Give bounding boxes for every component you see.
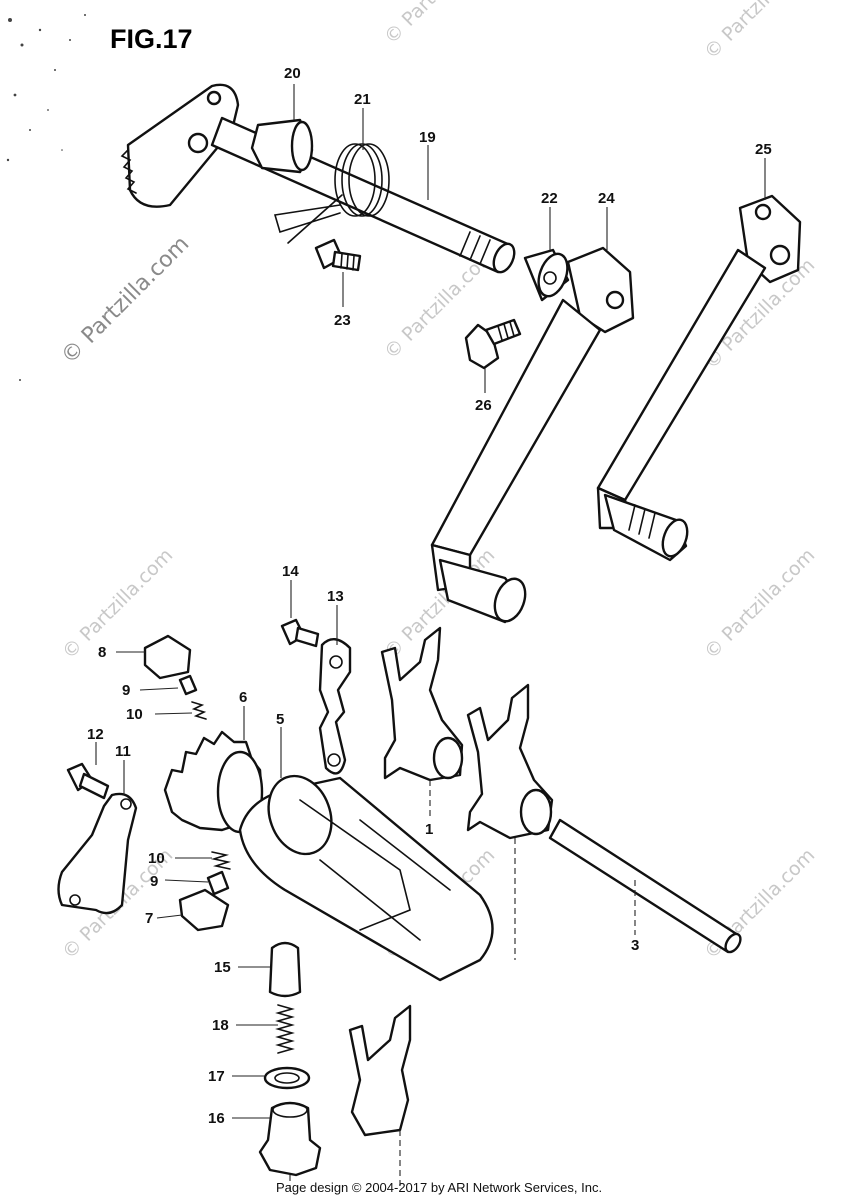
- part-25-lever[interactable]: [596, 194, 802, 562]
- callout-18: 18: [212, 1017, 229, 1034]
- part-26-bolt[interactable]: [464, 318, 522, 370]
- callout-12: 12: [87, 726, 104, 743]
- part-5-cam-drum[interactable]: [238, 767, 494, 982]
- page-footer: Page design © 2004-2017 by ARI Network S…: [276, 1180, 602, 1195]
- part-10-spring-top[interactable]: [191, 701, 207, 720]
- part-9-pin-bottom[interactable]: [206, 870, 230, 896]
- part-8-cam-stopper[interactable]: [143, 634, 192, 680]
- part-12-bolt[interactable]: [66, 762, 110, 800]
- callout-5: 5: [276, 711, 284, 728]
- part-7-cam-stopper[interactable]: [178, 888, 230, 932]
- part-10-spring-bottom[interactable]: [210, 851, 232, 870]
- callout-9: 9: [122, 682, 130, 699]
- part-14-screw[interactable]: [280, 618, 320, 648]
- callout-21: 21: [354, 91, 371, 108]
- watermark: © Partzilla.com: [700, 544, 819, 663]
- callout-11: 11: [115, 743, 131, 760]
- part-1-shift-fork-b[interactable]: [466, 683, 554, 840]
- leader-lines: [95, 84, 766, 1190]
- callout-1: 1: [425, 821, 433, 838]
- callout-26: 26: [475, 397, 492, 414]
- part-3-fork-shaft[interactable]: [548, 818, 743, 955]
- callout-24: 24: [598, 190, 615, 207]
- part-17-o-ring[interactable]: [263, 1066, 311, 1090]
- part-1-shift-fork-c[interactable]: [348, 1004, 412, 1137]
- figure-title: FIG.17: [110, 24, 193, 54]
- part-21-return-spring[interactable]: [273, 143, 390, 244]
- part-15-pin[interactable]: [268, 941, 302, 998]
- part-20-collar[interactable]: [250, 118, 314, 174]
- callout-13: 13: [327, 588, 344, 605]
- callout-7: 7: [145, 910, 153, 927]
- scan-noise: [6, 14, 86, 381]
- part-23-bolt[interactable]: [314, 238, 362, 272]
- part-1-shift-fork-a[interactable]: [380, 626, 464, 782]
- callout-17: 17: [208, 1068, 225, 1085]
- part-22-oil-seal[interactable]: [523, 248, 573, 302]
- callout-labels: 20 21 19 22 24 25 23 26 14 13 8 9 10 6 5…: [87, 65, 772, 1127]
- watermark-large: © Partzilla.com: [57, 232, 195, 370]
- callout-10: 10: [126, 706, 143, 723]
- callout-19: 19: [419, 129, 436, 146]
- watermark: © Partzilla.com: [700, 0, 819, 64]
- part-13-plate[interactable]: [318, 638, 352, 775]
- callout-14: 14: [282, 563, 299, 580]
- part-11-cam-guide[interactable]: [57, 792, 138, 915]
- callout-22: 22: [541, 190, 558, 207]
- watermark: © Partzilla.com: [380, 0, 499, 49]
- callout-6: 6: [239, 689, 247, 706]
- callout-3: 3: [631, 937, 639, 954]
- callout-15: 15: [214, 959, 231, 976]
- part-18-spring[interactable]: [275, 1004, 295, 1054]
- part-24-gearshift-lever[interactable]: [430, 246, 635, 592]
- part-24-rubber[interactable]: [438, 558, 531, 625]
- callout-9-lower: 9: [150, 873, 158, 890]
- callout-8: 8: [98, 644, 106, 661]
- callout-10-lower: 10: [148, 850, 165, 867]
- part-16-plug[interactable]: [258, 1101, 322, 1177]
- callout-23: 23: [334, 312, 351, 329]
- callout-25: 25: [755, 141, 772, 158]
- callout-20: 20: [284, 65, 301, 82]
- part-9-pin-top[interactable]: [178, 674, 198, 696]
- callout-16: 16: [208, 1110, 225, 1127]
